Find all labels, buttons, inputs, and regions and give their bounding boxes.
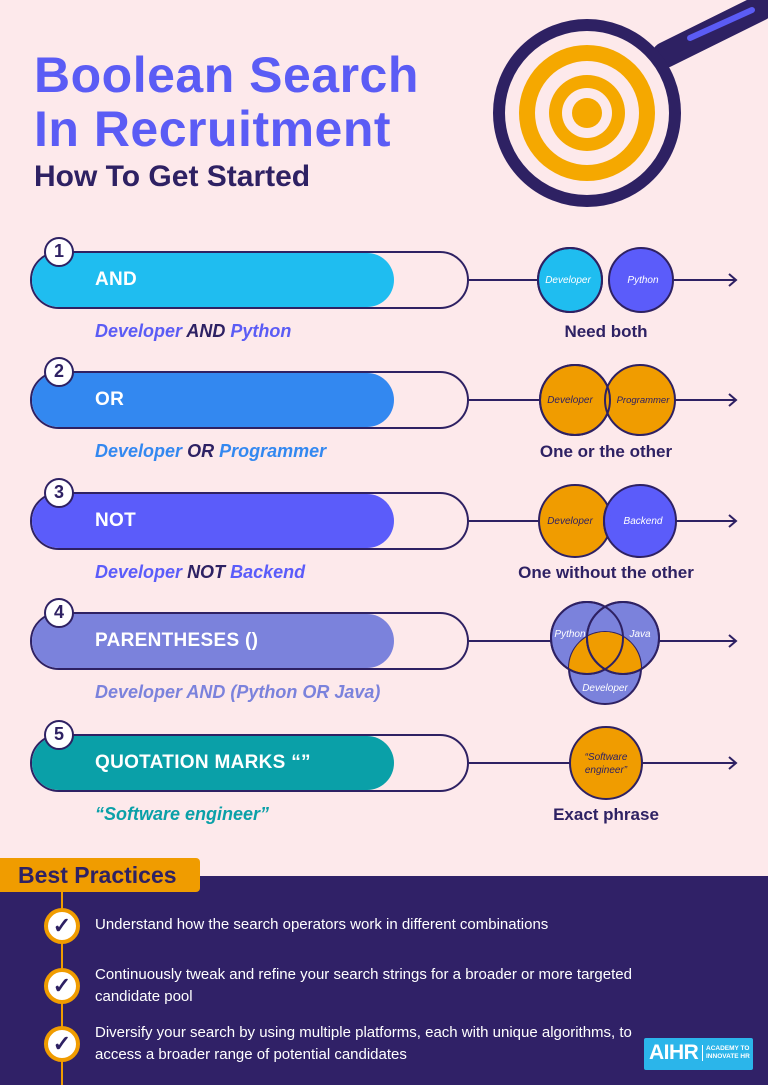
venn-label: Developer [547, 395, 593, 406]
best-practice-item: Understand how the search operators work… [95, 916, 549, 933]
venn-label: Programmer [617, 395, 671, 406]
venn-label: Developer [582, 683, 628, 694]
venn-label: Java [628, 629, 651, 640]
best-practices-panel [0, 876, 768, 1085]
operator-bar-5: QUOTATION MARKS “” [30, 734, 469, 792]
operator-bar-4: PARENTHESES () [30, 612, 469, 670]
venn-meaning: Need both [564, 322, 648, 341]
operator-label: QUOTATION MARKS “” [95, 752, 311, 773]
venn-not [538, 484, 677, 558]
illustrations: Developer Python Developer Programmer De… [469, 0, 768, 800]
step-number: 3 [44, 478, 74, 508]
venn-label: Backend [624, 516, 663, 527]
operator-example: Developer AND Python [95, 321, 292, 341]
operator-example: Developer NOT Backend [95, 562, 306, 582]
venn-parentheses [550, 601, 660, 705]
operator-label: NOT [95, 510, 137, 531]
venn-meaning: One without the other [518, 563, 694, 582]
venn-or [539, 364, 676, 436]
venn-label: Python [627, 275, 659, 286]
venn-quote [569, 726, 643, 800]
step-number: 4 [44, 598, 74, 628]
check-icon: ✓ [44, 908, 80, 944]
operator-example: Developer AND (Python OR Java) [95, 682, 381, 702]
step-number: 5 [44, 720, 74, 750]
venn-label: Developer [547, 516, 593, 527]
venn-and [537, 247, 674, 313]
venn-label: “Software [585, 752, 628, 763]
venn-label: Python [554, 629, 586, 640]
step-number: 1 [44, 237, 74, 267]
operator-label: AND [95, 269, 138, 290]
magnifier-icon [493, 0, 768, 207]
operator-bar-1: AND [30, 251, 469, 309]
best-practice-item: Diversify your search by using multiple … [95, 1024, 632, 1063]
page-subtitle: How To Get Started [34, 160, 311, 193]
best-practice-item: Continuously tweak and refine your searc… [95, 966, 632, 1005]
operator-example: Developer OR Programmer [95, 441, 327, 461]
check-icon: ✓ [44, 968, 80, 1004]
operator-bar-3: NOT [30, 492, 469, 550]
operator-example: “Software engineer” [95, 804, 270, 824]
operator-bar-2: OR [30, 371, 469, 429]
best-practices-title: Best Practices [0, 858, 200, 892]
venn-label: engineer” [585, 765, 628, 776]
step-number: 2 [44, 357, 74, 387]
venn-label: Developer [545, 275, 591, 286]
operator-label: PARENTHESES () [95, 630, 259, 651]
check-icon: ✓ [44, 1026, 80, 1062]
venn-meaning: Exact phrase [553, 805, 659, 824]
operator-label: OR [95, 389, 125, 410]
venn-meaning: One or the other [539, 442, 673, 461]
connector-lines [469, 273, 738, 770]
